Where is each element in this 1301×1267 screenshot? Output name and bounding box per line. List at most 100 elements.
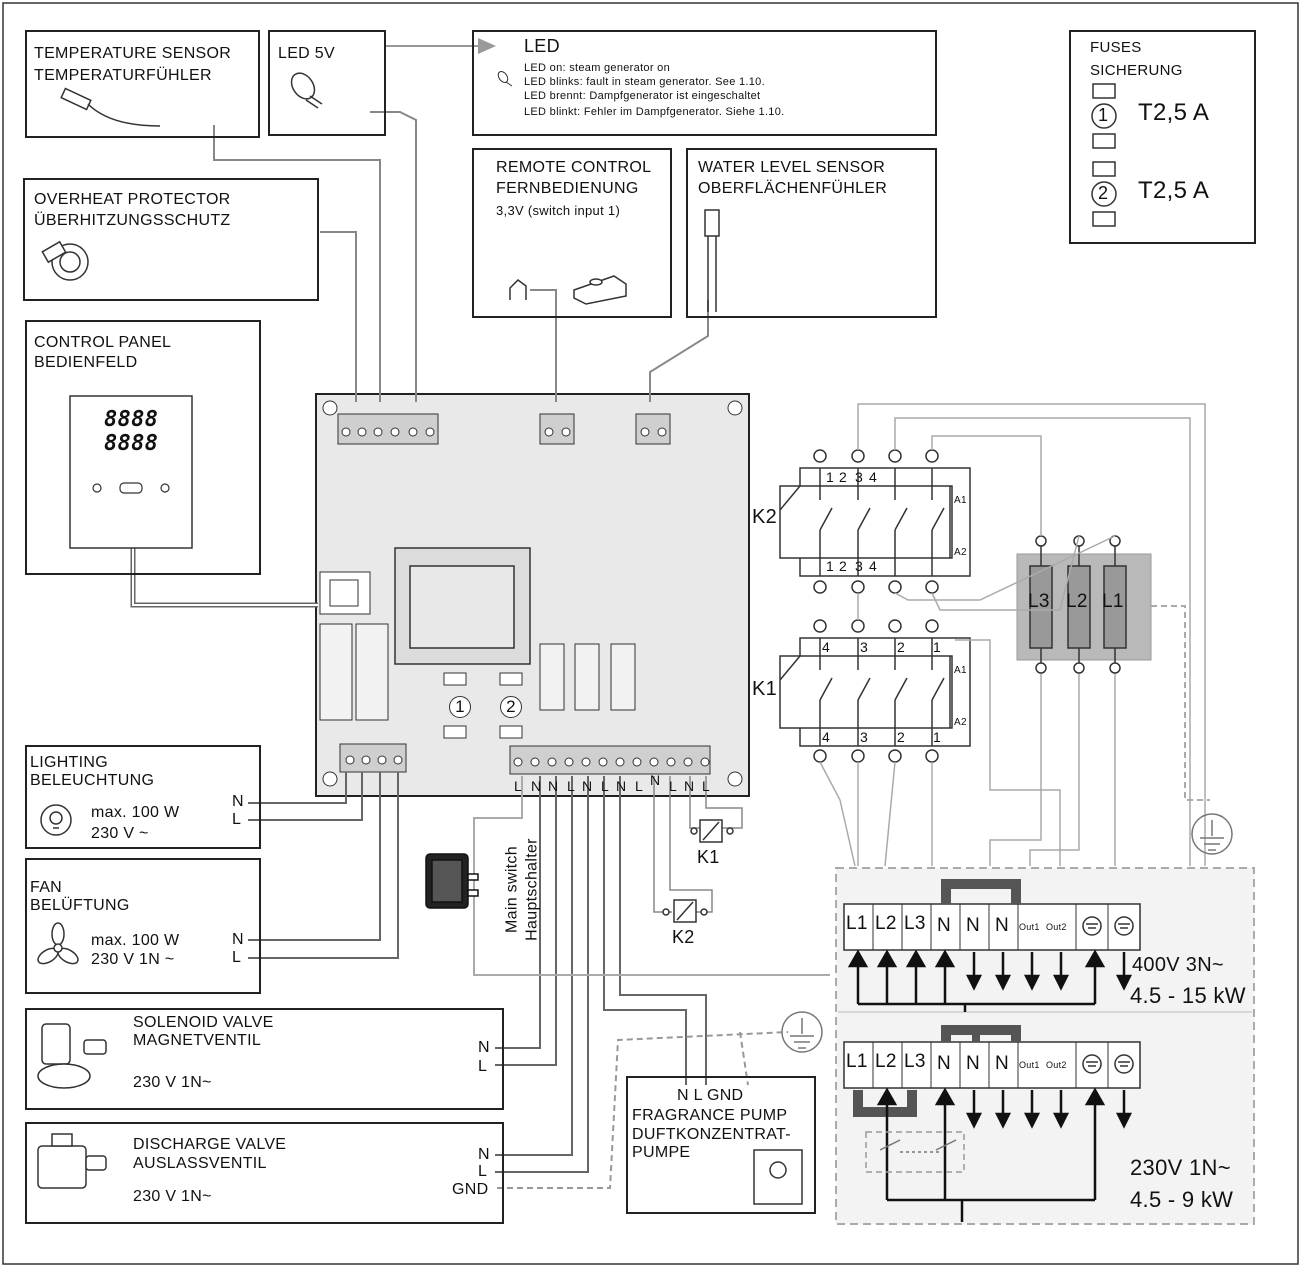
discharge-voltage: 230 V 1N~ <box>133 1188 212 1205</box>
main-switch-label-de: Hauptschalter <box>523 838 541 941</box>
control-panel-display-1: 8888 <box>104 407 159 432</box>
contactor-k2-label: K2 <box>752 506 778 528</box>
fragrance-terminals: N L GND <box>677 1087 744 1104</box>
discharge-valve-icon <box>37 1133 107 1189</box>
fan-power: max. 100 W <box>91 932 180 949</box>
fragrance-pump-box <box>626 1076 816 1214</box>
led-info-line4: LED blinkt: Fehler im Dampfgenerator. Si… <box>524 106 785 118</box>
heater-l3-label: L3 <box>1028 591 1050 612</box>
contactor-k2-top-1: 1 <box>826 469 835 485</box>
solenoid-n: N <box>478 1039 490 1056</box>
fan-n: N <box>232 931 244 948</box>
fuse-1-number: 1 <box>1098 105 1109 125</box>
contactor-k1-top-3: 3 <box>860 639 869 655</box>
remote-label: REMOTE CONTROL <box>496 159 652 176</box>
supply-terminals-230v: L1 L2 L3 N N N Out1 Out2 <box>844 1052 1084 1078</box>
led-small-icon <box>497 71 513 87</box>
led-info-line1: LED on: steam generator on <box>524 62 670 74</box>
remote-label-de: FERNBEDIENUNG <box>496 180 639 197</box>
pcb-fuse-2-label: 2 <box>500 696 522 718</box>
led-info-title: LED <box>524 36 560 56</box>
pcb-terminal-label: L <box>567 778 576 794</box>
thermostat-icon <box>41 240 89 281</box>
supply-230v-voltage: 230V 1N~ <box>1130 1155 1231 1180</box>
pcb-terminal-label: N <box>531 778 542 794</box>
discharge-n: N <box>478 1146 490 1163</box>
pcb-terminal-label: N <box>650 772 661 788</box>
control-panel-device <box>69 395 193 549</box>
discharge-valve-box <box>25 1122 504 1224</box>
fragrance-label-de: DUFTKONZENTRAT- <box>632 1126 791 1143</box>
supply-terminal: Out1 <box>1019 1060 1040 1070</box>
fuses-label: FUSES <box>1090 39 1142 56</box>
fragrance-label-de-2: PUMPE <box>632 1144 691 1161</box>
supply-terminals-400v: L1 L2 L3 N N N Out1 Out2 <box>844 914 1084 940</box>
pcb-terminal-label: N <box>616 778 627 794</box>
control-panel-box <box>25 320 261 575</box>
water-level-label: WATER LEVEL SENSOR <box>698 159 886 176</box>
overheat-label: OVERHEAT PROTECTOR <box>34 191 231 208</box>
remote-voltage: 3,3V (switch input 1) <box>496 203 621 218</box>
pcb-terminal-label: L <box>635 778 644 794</box>
discharge-gnd: GND <box>452 1181 489 1198</box>
supply-terminal: L2 <box>875 1051 897 1072</box>
supply-terminal: N <box>966 915 981 936</box>
contactor-k2-top-4: 4 <box>869 469 878 485</box>
contactor-k2-a2: A2 <box>954 547 967 558</box>
fuse-2-icon <box>1091 161 1117 227</box>
fuse-2-rating: T2,5 A <box>1138 177 1210 204</box>
contactor-k1-bottom-4: 4 <box>822 729 831 745</box>
led5v-box <box>268 30 386 136</box>
fuses-box <box>1069 30 1256 244</box>
overheat-protector-box <box>23 178 319 301</box>
coil-k2-label: K2 <box>672 927 695 947</box>
contactor-k2-top-3: 3 <box>855 469 864 485</box>
pcb-fuse-1-label: 1 <box>449 696 471 718</box>
main-switch-label: Main switch <box>503 846 521 933</box>
solenoid-valve-icon <box>37 1023 107 1089</box>
lamp-icon <box>40 804 72 836</box>
contactor-k1-label: K1 <box>752 678 778 700</box>
discharge-label: DISCHARGE VALVE <box>133 1136 287 1153</box>
supply-terminal: Out2 <box>1046 922 1067 932</box>
remote-switch-icon <box>509 275 627 305</box>
pcb-terminal-label: L <box>669 778 678 794</box>
led-info-line2: LED blinks: fault in steam generator. Se… <box>524 76 765 88</box>
supply-terminal: L1 <box>846 913 868 934</box>
fan-label-de: BELÜFTUNG <box>30 897 130 914</box>
control-panel-label-de: BEDIENFELD <box>34 354 138 371</box>
pcb-terminal-label: N <box>582 778 593 794</box>
water-level-sensor-box <box>686 148 937 318</box>
pcb-terminal-label: L <box>514 778 523 794</box>
solenoid-label-de: MAGNETVENTIL <box>133 1032 262 1049</box>
led-info-box <box>472 30 937 136</box>
lighting-n: N <box>232 793 244 810</box>
fragrance-label: FRAGRANCE PUMP <box>632 1107 788 1124</box>
control-board <box>315 393 750 797</box>
contactor-k2-bottom-1: 1 <box>826 558 835 574</box>
supply-terminal: L3 <box>904 913 926 934</box>
solenoid-voltage: 230 V 1N~ <box>133 1074 212 1091</box>
temperature-sensor-label: TEMPERATURE SENSOR <box>34 45 232 62</box>
overheat-label-de: ÜBERHITZUNGSSCHUTZ <box>34 212 231 229</box>
contactor-k1-bottom-3: 3 <box>860 729 869 745</box>
temperature-sensor-icon <box>60 87 161 127</box>
contactor-k2-bottom-4: 4 <box>869 558 878 574</box>
supply-terminal: N <box>995 1053 1010 1074</box>
contactor-k1-bottom-1: 1 <box>933 729 942 745</box>
pcb-bottom-terminal-labels: L N N L N L N L N L N L <box>512 772 712 795</box>
remote-control-box <box>472 148 672 318</box>
solenoid-valve-box <box>25 1008 504 1110</box>
temperature-sensor-box <box>25 30 260 138</box>
led-info-line3: LED brennt: Dampfgenerator ist eingescha… <box>524 90 761 102</box>
pcb-terminal-label: N <box>548 778 559 794</box>
control-panel-label: CONTROL PANEL <box>34 334 172 351</box>
supply-terminal: N <box>937 915 952 936</box>
contactor-k1-top-1: 1 <box>933 639 942 655</box>
supply-terminal: Out1 <box>1019 922 1040 932</box>
supply-terminal: L2 <box>875 913 897 934</box>
supply-230v-power: 4.5 - 9 kW <box>1130 1187 1234 1212</box>
contactor-k1-a2: A2 <box>954 717 967 728</box>
lighting-box <box>25 745 261 849</box>
